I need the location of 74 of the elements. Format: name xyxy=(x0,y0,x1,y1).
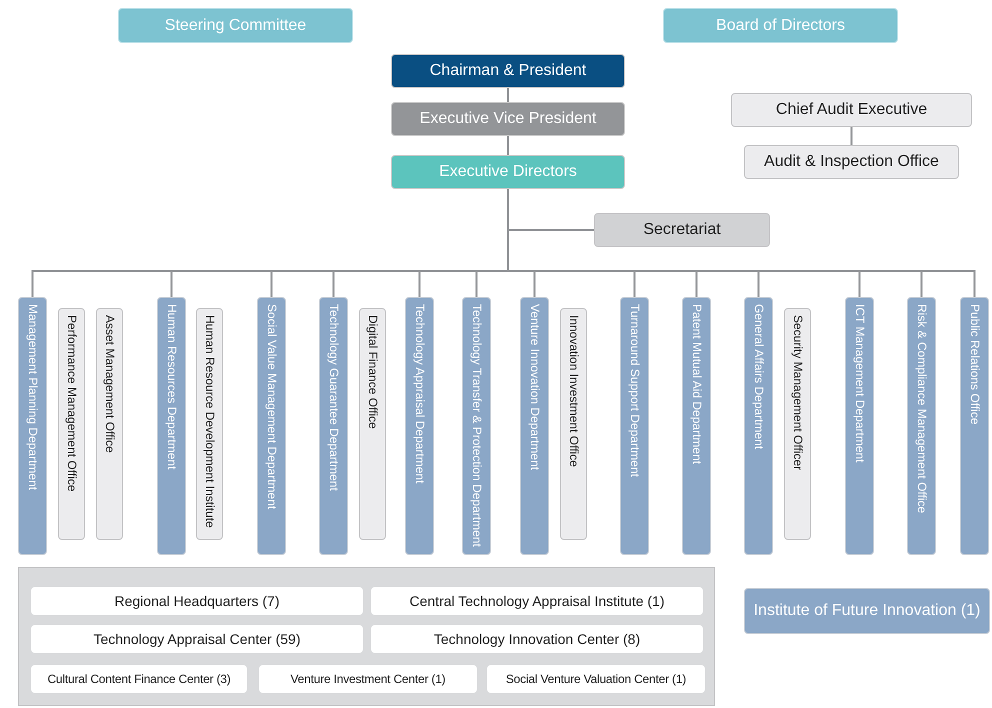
department-box xyxy=(462,297,491,555)
department-box xyxy=(18,297,47,555)
node-label: Technology Appraisal Department xyxy=(413,304,426,484)
regional-panel xyxy=(18,567,715,706)
node-label: Digital Finance Office xyxy=(366,315,379,429)
department-box xyxy=(157,297,186,555)
node-label: Board of Directors xyxy=(716,16,845,34)
node-label: Cultural Content Finance Center (3) xyxy=(47,672,231,686)
department-box xyxy=(620,297,649,555)
node-label: Asset Management Office xyxy=(103,315,116,453)
node-label: Chief Audit Executive xyxy=(776,101,928,119)
department-box xyxy=(744,297,773,555)
office-box xyxy=(744,145,959,179)
node-label: Turnaround Support Department xyxy=(628,304,641,477)
node-label: Audit & Inspection Office xyxy=(764,153,939,171)
node-label: Venture Innovation Department xyxy=(528,304,541,470)
node-label: Secretariat xyxy=(643,221,721,239)
department-box xyxy=(907,297,936,555)
node-label: Chairman & President xyxy=(430,62,586,80)
node-label: Central Technology Appraisal Institute (1) xyxy=(410,593,664,609)
connector-line xyxy=(507,136,509,155)
department-box xyxy=(845,297,874,555)
department-box xyxy=(319,297,348,555)
office-box xyxy=(560,308,587,540)
board-box xyxy=(118,8,353,43)
connector-line xyxy=(850,127,852,145)
department-box xyxy=(960,297,989,555)
office-box xyxy=(731,93,972,127)
node-label: Institute of Future Innovation (1) xyxy=(754,602,980,620)
department-box xyxy=(405,297,434,555)
office-box xyxy=(784,308,811,540)
department-box xyxy=(257,297,286,555)
institute-box xyxy=(744,588,990,634)
node-label: Steering Committee xyxy=(164,16,306,34)
node-label: ICT Management Department xyxy=(853,304,866,463)
board-box xyxy=(663,8,898,43)
office-box xyxy=(196,308,223,540)
center-box xyxy=(259,665,477,693)
center-box xyxy=(487,665,705,693)
node-label: Patent Mutual Aid Department xyxy=(690,304,703,464)
executive-box xyxy=(391,54,625,88)
node-label: Risk & Compliance Management Office xyxy=(915,304,928,514)
connector-line xyxy=(507,88,509,102)
node-label: Technology Appraisal Center (59) xyxy=(93,631,300,647)
node-label: Security Management Officer xyxy=(791,315,804,470)
node-label: Innovation Investment Office xyxy=(567,315,580,467)
center-box xyxy=(31,625,363,653)
node-label: Executive Directors xyxy=(439,163,577,181)
node-label: Management Planning Department xyxy=(26,304,39,490)
node-label: Technology Transfer & Protection Department xyxy=(470,304,483,547)
office-box xyxy=(96,308,123,540)
node-label: Technology Guarantee Department xyxy=(327,304,340,491)
node-label: Executive Vice President xyxy=(420,110,596,128)
executive-box xyxy=(391,155,625,189)
node-label: General Affairs Department xyxy=(752,304,765,450)
center-box xyxy=(371,587,703,615)
center-box xyxy=(31,587,363,615)
center-box xyxy=(371,625,703,653)
node-label: Social Venture Valuation Center (1) xyxy=(506,672,686,686)
node-label: Human Resource Development Institute xyxy=(203,315,216,528)
node-label: Technology Innovation Center (8) xyxy=(434,631,640,647)
office-box xyxy=(594,213,770,247)
node-label: Performance Management Office xyxy=(65,315,78,492)
node-label: Human Resources Department xyxy=(165,304,178,470)
office-box xyxy=(359,308,386,540)
node-label: Regional Headquarters (7) xyxy=(114,593,280,609)
executive-box xyxy=(391,102,625,136)
department-box xyxy=(520,297,549,555)
node-label: Venture Investment Center (1) xyxy=(290,672,446,686)
node-label: Public Relations Office xyxy=(968,304,981,425)
center-box xyxy=(31,665,247,693)
department-box xyxy=(682,297,711,555)
node-label: Social Value Management Department xyxy=(265,304,278,510)
office-box xyxy=(58,308,85,540)
